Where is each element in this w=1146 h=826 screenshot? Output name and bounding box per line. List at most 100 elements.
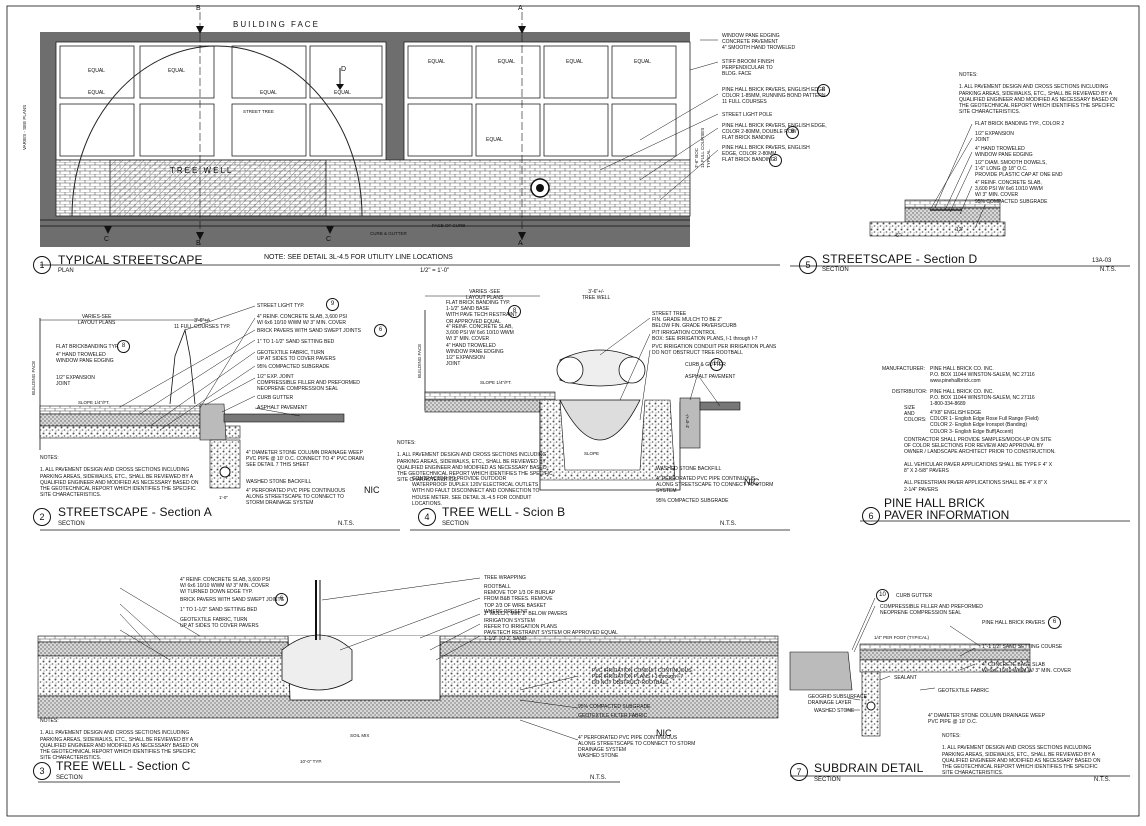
detail-ref-bubble[interactable]: 10 <box>710 358 723 371</box>
plan-callout: WINDOW PANE EDGING CONCRETE PAVEMENT 4" … <box>722 33 796 52</box>
paver-info-title: PINE HALL BRICK PAVER INFORMATION <box>884 496 1010 522</box>
section-c-callout: GEOTEXTILE FABRIC, TURN UP AT SIDES TO C… <box>180 617 259 630</box>
section-d-callout: 95% COMPACTED SUBGRADE <box>975 199 1048 205</box>
section-a-callout: BRICK PAVERS WITH SAND SWEPT JOINTS <box>257 328 361 334</box>
detail-number-4: 4 <box>418 508 436 526</box>
detail-ref-bubble[interactable]: 8 <box>508 305 521 318</box>
section-c-soil-mix: SOIL MIX <box>350 733 370 738</box>
section-c-callout: 4" PERFORATED PVC PIPE CONTINUOUS ALONG … <box>578 735 696 754</box>
section-c-callout: PVC IRRIGATION CONDUIT CONTINUOUS PER IR… <box>592 668 692 687</box>
subdrain-title: SUBDRAIN DETAIL <box>814 761 924 775</box>
detail-number-2: 2 <box>33 508 51 526</box>
manufacturer-label: MANUFACTURER: <box>882 366 926 372</box>
detail-ref-bubble[interactable]: 9 <box>326 298 339 311</box>
distributor-value: PINE HALL BRICK CO. INC. P.O. BOX 11044 … <box>930 389 1035 408</box>
detail-number-6: 6 <box>862 507 880 525</box>
section-d-callout: 1/2" DIAM. SMOOTH DOWELS, 1'-6" LONG @ 1… <box>975 160 1063 179</box>
section-marker-a-top[interactable]: A <box>518 5 523 12</box>
section-a-nic: NIC <box>364 485 380 495</box>
section-b-left-callout: 1/2" EXPANSION JOINT <box>446 355 485 368</box>
section-d-callout: 1/2" EXPANSION JOINT <box>975 131 1014 144</box>
section-a-callout: 1" TO 1-1/2" SAND SETTING BED <box>257 339 335 345</box>
detail-ref-bubble[interactable]: 6 <box>1048 616 1061 629</box>
section-b-callout: 4" PERFORATED PVC PIPE CONTINUOUS ALONG … <box>656 476 774 495</box>
plan-callout: PINE HALL BRICK PAVERS, ENGLISH EDGE, CO… <box>722 123 827 142</box>
section-c-callout: 95% COMPACTED SUBGRADE <box>578 704 651 710</box>
section-marker-c-right[interactable]: C <box>326 236 332 243</box>
section-marker-b-bottom[interactable]: B <box>196 240 201 247</box>
equal-label: EQUAL <box>634 59 651 65</box>
subdrain-notes: NOTES: 1. ALL PAVEMENT DESIGN AND CROSS … <box>942 733 1101 777</box>
detail-ref-bubble[interactable]: 8 <box>117 340 130 353</box>
detail-ref-bubble[interactable]: 8 <box>786 126 799 139</box>
equal-label: EQUAL <box>428 59 445 65</box>
section-c-scale: N.T.S. <box>590 775 607 781</box>
section-a-callout: 4" REINF. CONCRETE SLAB, 3,600 PSI W/ 6x… <box>257 314 348 327</box>
size-label: SIZE AND COLORS: <box>904 405 927 424</box>
building-face-label: BUILDING FACE <box>233 20 320 29</box>
equal-label: EQUAL <box>88 90 105 96</box>
section-b-title: TREE WELL - Scion B <box>442 505 566 519</box>
section-a-title: STREETSCAPE - Section A <box>58 505 212 519</box>
street-tree-label: STREET TREE <box>243 109 274 114</box>
section-a-drawing <box>39 305 400 531</box>
detail-ref-bubble[interactable]: 6 <box>374 324 387 337</box>
section-a-notes: NOTES: 1. ALL PAVEMENT DESIGN AND CROSS … <box>40 455 199 499</box>
section-a-scale: N.T.S. <box>338 521 355 527</box>
subdrain-callout: PINE HALL BRICK PAVERS <box>982 620 1045 626</box>
detail-ref-bubble[interactable]: 6 <box>275 593 288 606</box>
plan-callout: PINE HALL BRICK PAVERS, ENGLISH EDGE COL… <box>722 87 826 106</box>
section-c-nic: NIC <box>656 728 672 738</box>
section-a-callout: 95% COMPACTED SUBGRADE <box>257 364 330 370</box>
detail-ref-bubble[interactable]: 8 <box>769 154 782 167</box>
plan-callout: PINE HALL BRICK PAVERS, ENGLISH EDGE, CO… <box>722 145 810 164</box>
subdrain-callout: 4" CONCRETE BASE SLAB W/ 6x6 10/10 WWM W… <box>982 662 1072 675</box>
sheet-border <box>6 5 1140 817</box>
paver-notes: CONTRACTOR SHALL PROVIDE SAMPLES/MOCK-UP… <box>904 437 1056 493</box>
section-d-callout: 4" REINF. CONCRETE SLAB, 3,600 PSI W/ 6x… <box>975 180 1043 199</box>
section-c-callout: PAVETECH RESTRAINT SYSTEM OR APPROVED EQ… <box>484 630 618 643</box>
section-marker-c-left[interactable]: C <box>104 236 110 243</box>
section-b-building-face: BUILDING FACE <box>417 343 422 378</box>
section-b-notes: NOTES: 1. ALL PAVEMENT DESIGN AND CROSS … <box>397 440 553 484</box>
detail-number-7: 7 <box>790 763 808 781</box>
equal-label: EQUAL <box>168 68 185 74</box>
detail-ref-bubble[interactable]: 10 <box>876 589 889 602</box>
tree-well-label: TREE WELL <box>170 166 234 175</box>
section-a-callout: STREET LIGHT TYP. <box>257 303 305 309</box>
section-marker-b-top[interactable]: B <box>196 5 201 12</box>
section-b-scale: N.T.S. <box>720 521 737 527</box>
section-d-dim: 12" <box>956 227 964 233</box>
subdrain-callout: GEOGRID SUBSURFACE DRAINAGE LAYER <box>808 694 867 707</box>
subdrain-scale: N.T.S. <box>1094 777 1111 783</box>
section-a-slope: SLOPE 1/4"/FT. <box>78 400 110 405</box>
section-marker-a-bottom[interactable]: A <box>518 240 523 247</box>
section-a-callout: GEOTEXTILE FABRIC, TURN UP AT SIDES TO C… <box>257 350 336 363</box>
section-a-left-callout: 1/2" EXPANSION JOINT <box>56 375 95 388</box>
section-b-slope: SLOPE 1/4"/FT. <box>480 380 512 385</box>
section-marker-d[interactable]: D <box>341 66 347 73</box>
section-a-callout: 1/2" EXP. JOINT COMPRESSIBLE FILLER AND … <box>257 374 360 393</box>
section-d-subtitle: SECTION <box>822 267 849 273</box>
sheet-number: 13A-03 <box>1092 258 1112 264</box>
section-d-dim: 6" <box>896 233 901 239</box>
subdrain-subtitle: SECTION <box>814 777 841 783</box>
subdrain-callout: WASHED STONE <box>814 708 855 714</box>
section-a-subtitle: SECTION <box>58 521 85 527</box>
tree-well-hatch <box>109 159 327 217</box>
section-b-left-callout: FLAT BRICK BANDING TYP. 1-1/2" SAND BASE… <box>446 300 518 325</box>
size-value: 4"X8" ENGLISH EDGE COLOR 1- English Edge… <box>930 410 1039 435</box>
equal-label: EQUAL <box>260 90 277 96</box>
section-c-callout: TREE WRAPPING <box>484 575 526 581</box>
subdrain-callout: SEALANT <box>894 675 917 681</box>
detail-ref-bubble[interactable]: 8 <box>817 84 830 97</box>
plan-scale: 1/2" = 1'-0" <box>420 268 450 274</box>
right-concrete-panel <box>403 41 691 161</box>
section-b-callout: ASPHALT PAVEMENT <box>685 374 736 380</box>
equal-label: EQUAL <box>88 68 105 74</box>
varies-label: VARIES - SEE PLANS <box>22 104 27 150</box>
section-b-dim-right: 3'-0"+/- <box>685 413 690 428</box>
section-b-slope2: SLOPE <box>584 451 600 456</box>
